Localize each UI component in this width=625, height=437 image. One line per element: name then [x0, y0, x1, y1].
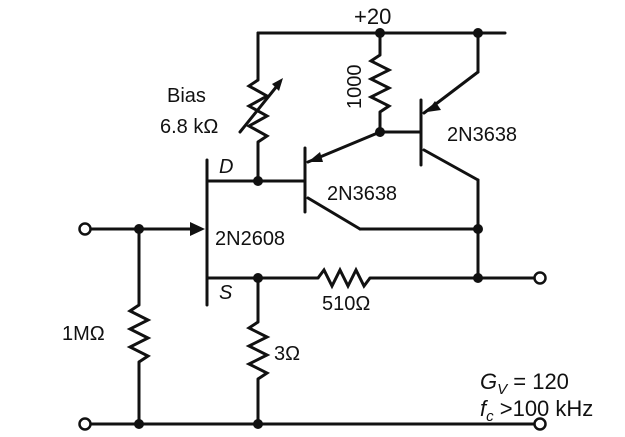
junction-dot — [253, 419, 263, 429]
supply-label: +20 — [354, 4, 391, 29]
gain-symbol: G — [480, 369, 497, 394]
junction-dot — [253, 176, 263, 186]
output-terminal — [533, 271, 547, 285]
bandwidth-subscript: c — [486, 408, 494, 425]
output-ground-terminal — [533, 417, 547, 431]
junction-dot — [375, 28, 385, 38]
bandwidth-spec: fc >100 kHz — [480, 396, 593, 425]
gain-subscript: V — [497, 381, 509, 398]
junction-dot — [473, 273, 483, 283]
gain-value: = 120 — [507, 369, 569, 394]
junction-dot — [134, 224, 144, 234]
input-terminal — [78, 222, 92, 236]
junction-dot — [473, 224, 483, 234]
upper-transistor — [378, 31, 480, 280]
collector-resistor-label: 1000 — [344, 65, 366, 110]
gain-spec: GV = 120 — [480, 369, 569, 398]
jfet-label: 2N2608 — [215, 228, 285, 250]
junction-dot — [473, 28, 483, 38]
junction-dots — [134, 28, 483, 429]
bias-value-label: 6.8 kΩ — [160, 116, 218, 138]
junction-dot — [253, 273, 263, 283]
bandwidth-value: >100 kHz — [494, 396, 594, 421]
junction-dot — [375, 127, 385, 137]
feedback-resistor — [256, 266, 536, 290]
junction-dot — [134, 419, 144, 429]
bias-potentiometer — [238, 78, 283, 183]
middle-transistor-label: 2N3638 — [327, 183, 397, 205]
upper-transistor-label: 2N3638 — [447, 124, 517, 146]
collector-resistor — [367, 31, 393, 134]
bandwidth-symbol: f — [480, 396, 489, 421]
drain-label: D — [219, 156, 233, 178]
middle-transistor — [256, 130, 480, 231]
input-resistor — [126, 227, 152, 426]
bias-label: Bias — [167, 85, 206, 107]
source-resistor — [245, 276, 271, 426]
feedback-resistor-label: 510Ω — [322, 293, 370, 315]
terminals — [78, 222, 547, 431]
input-resistor-label: 1MΩ — [62, 323, 105, 345]
source-label: S — [219, 282, 233, 304]
input-ground-terminal — [78, 417, 92, 431]
source-resistor-label: 3Ω — [274, 343, 300, 365]
